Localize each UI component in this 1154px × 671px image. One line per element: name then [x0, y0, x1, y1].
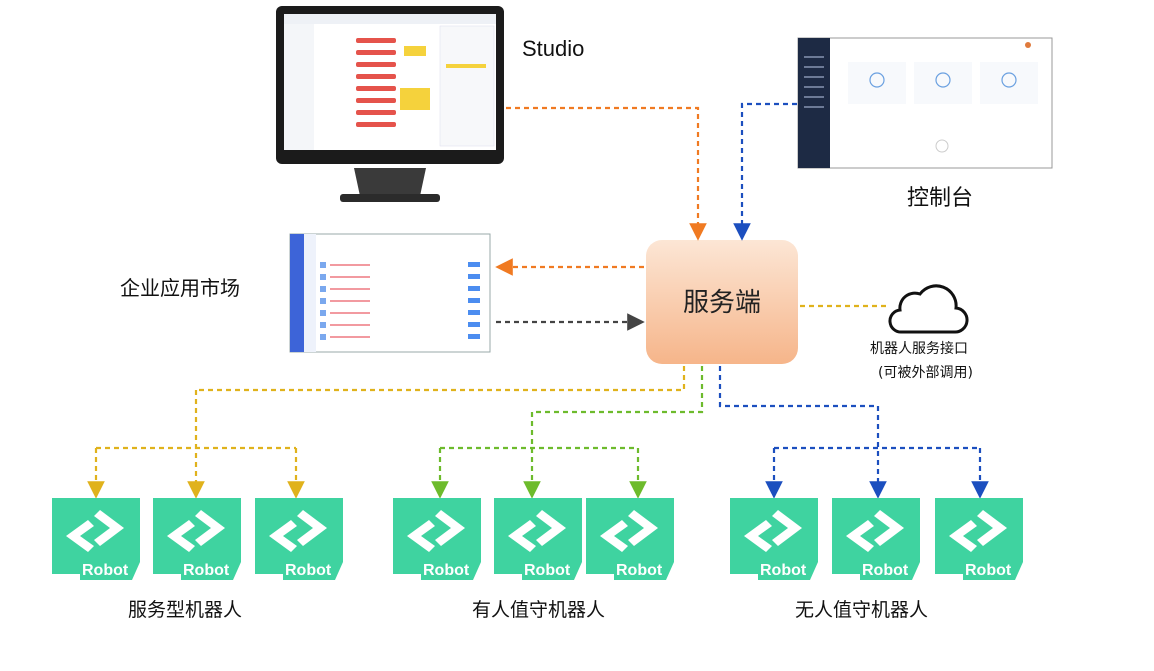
- market-label: 企业应用市场: [120, 276, 240, 300]
- robot-icon: [52, 498, 140, 580]
- studio-monitor: [276, 6, 504, 202]
- server-to-attended-robots-line: [532, 366, 704, 414]
- server-to-unattended-robots-line: [718, 366, 878, 408]
- console-label: 控制台: [907, 186, 974, 211]
- console-to-server-arrow: [733, 102, 797, 241]
- robot-word: Robot: [524, 562, 571, 579]
- robot-word: Robot: [183, 562, 230, 579]
- service-robots-label: 服务型机器人: [128, 599, 243, 621]
- market-window: [289, 233, 491, 353]
- api-label: 机器人服务接口: [870, 341, 968, 357]
- robot-icon: [935, 498, 1023, 580]
- robot-icon: [730, 498, 818, 580]
- robot-icon: [494, 498, 582, 580]
- robot-icon: [393, 498, 481, 580]
- server-label: 服务端: [682, 288, 761, 318]
- robot-word: Robot: [862, 562, 909, 579]
- robot-word: Robot: [965, 562, 1012, 579]
- robot-icon: [153, 498, 241, 580]
- server-box: [646, 240, 798, 364]
- robot-icon: [832, 498, 920, 580]
- robot-word: Robot: [82, 562, 129, 579]
- robot-word: Robot: [423, 562, 470, 579]
- studio-label: Studio: [522, 36, 585, 61]
- robot-icon: [586, 498, 674, 580]
- cloud-icon: [888, 284, 969, 334]
- unattended-robots-label: 无人值守机器人: [795, 599, 929, 621]
- attended-robots-label: 有人值守机器人: [472, 599, 606, 621]
- studio-to-server-arrow: [506, 106, 707, 241]
- console-window: [797, 37, 1053, 169]
- server-to-service-robots-line: [196, 366, 686, 392]
- robot-icon: [255, 498, 343, 580]
- api-sublabel: (可被外部调用): [878, 365, 973, 381]
- robot-word: Robot: [285, 562, 332, 579]
- robot-word: Robot: [760, 562, 807, 579]
- robot-word: Robot: [616, 562, 663, 579]
